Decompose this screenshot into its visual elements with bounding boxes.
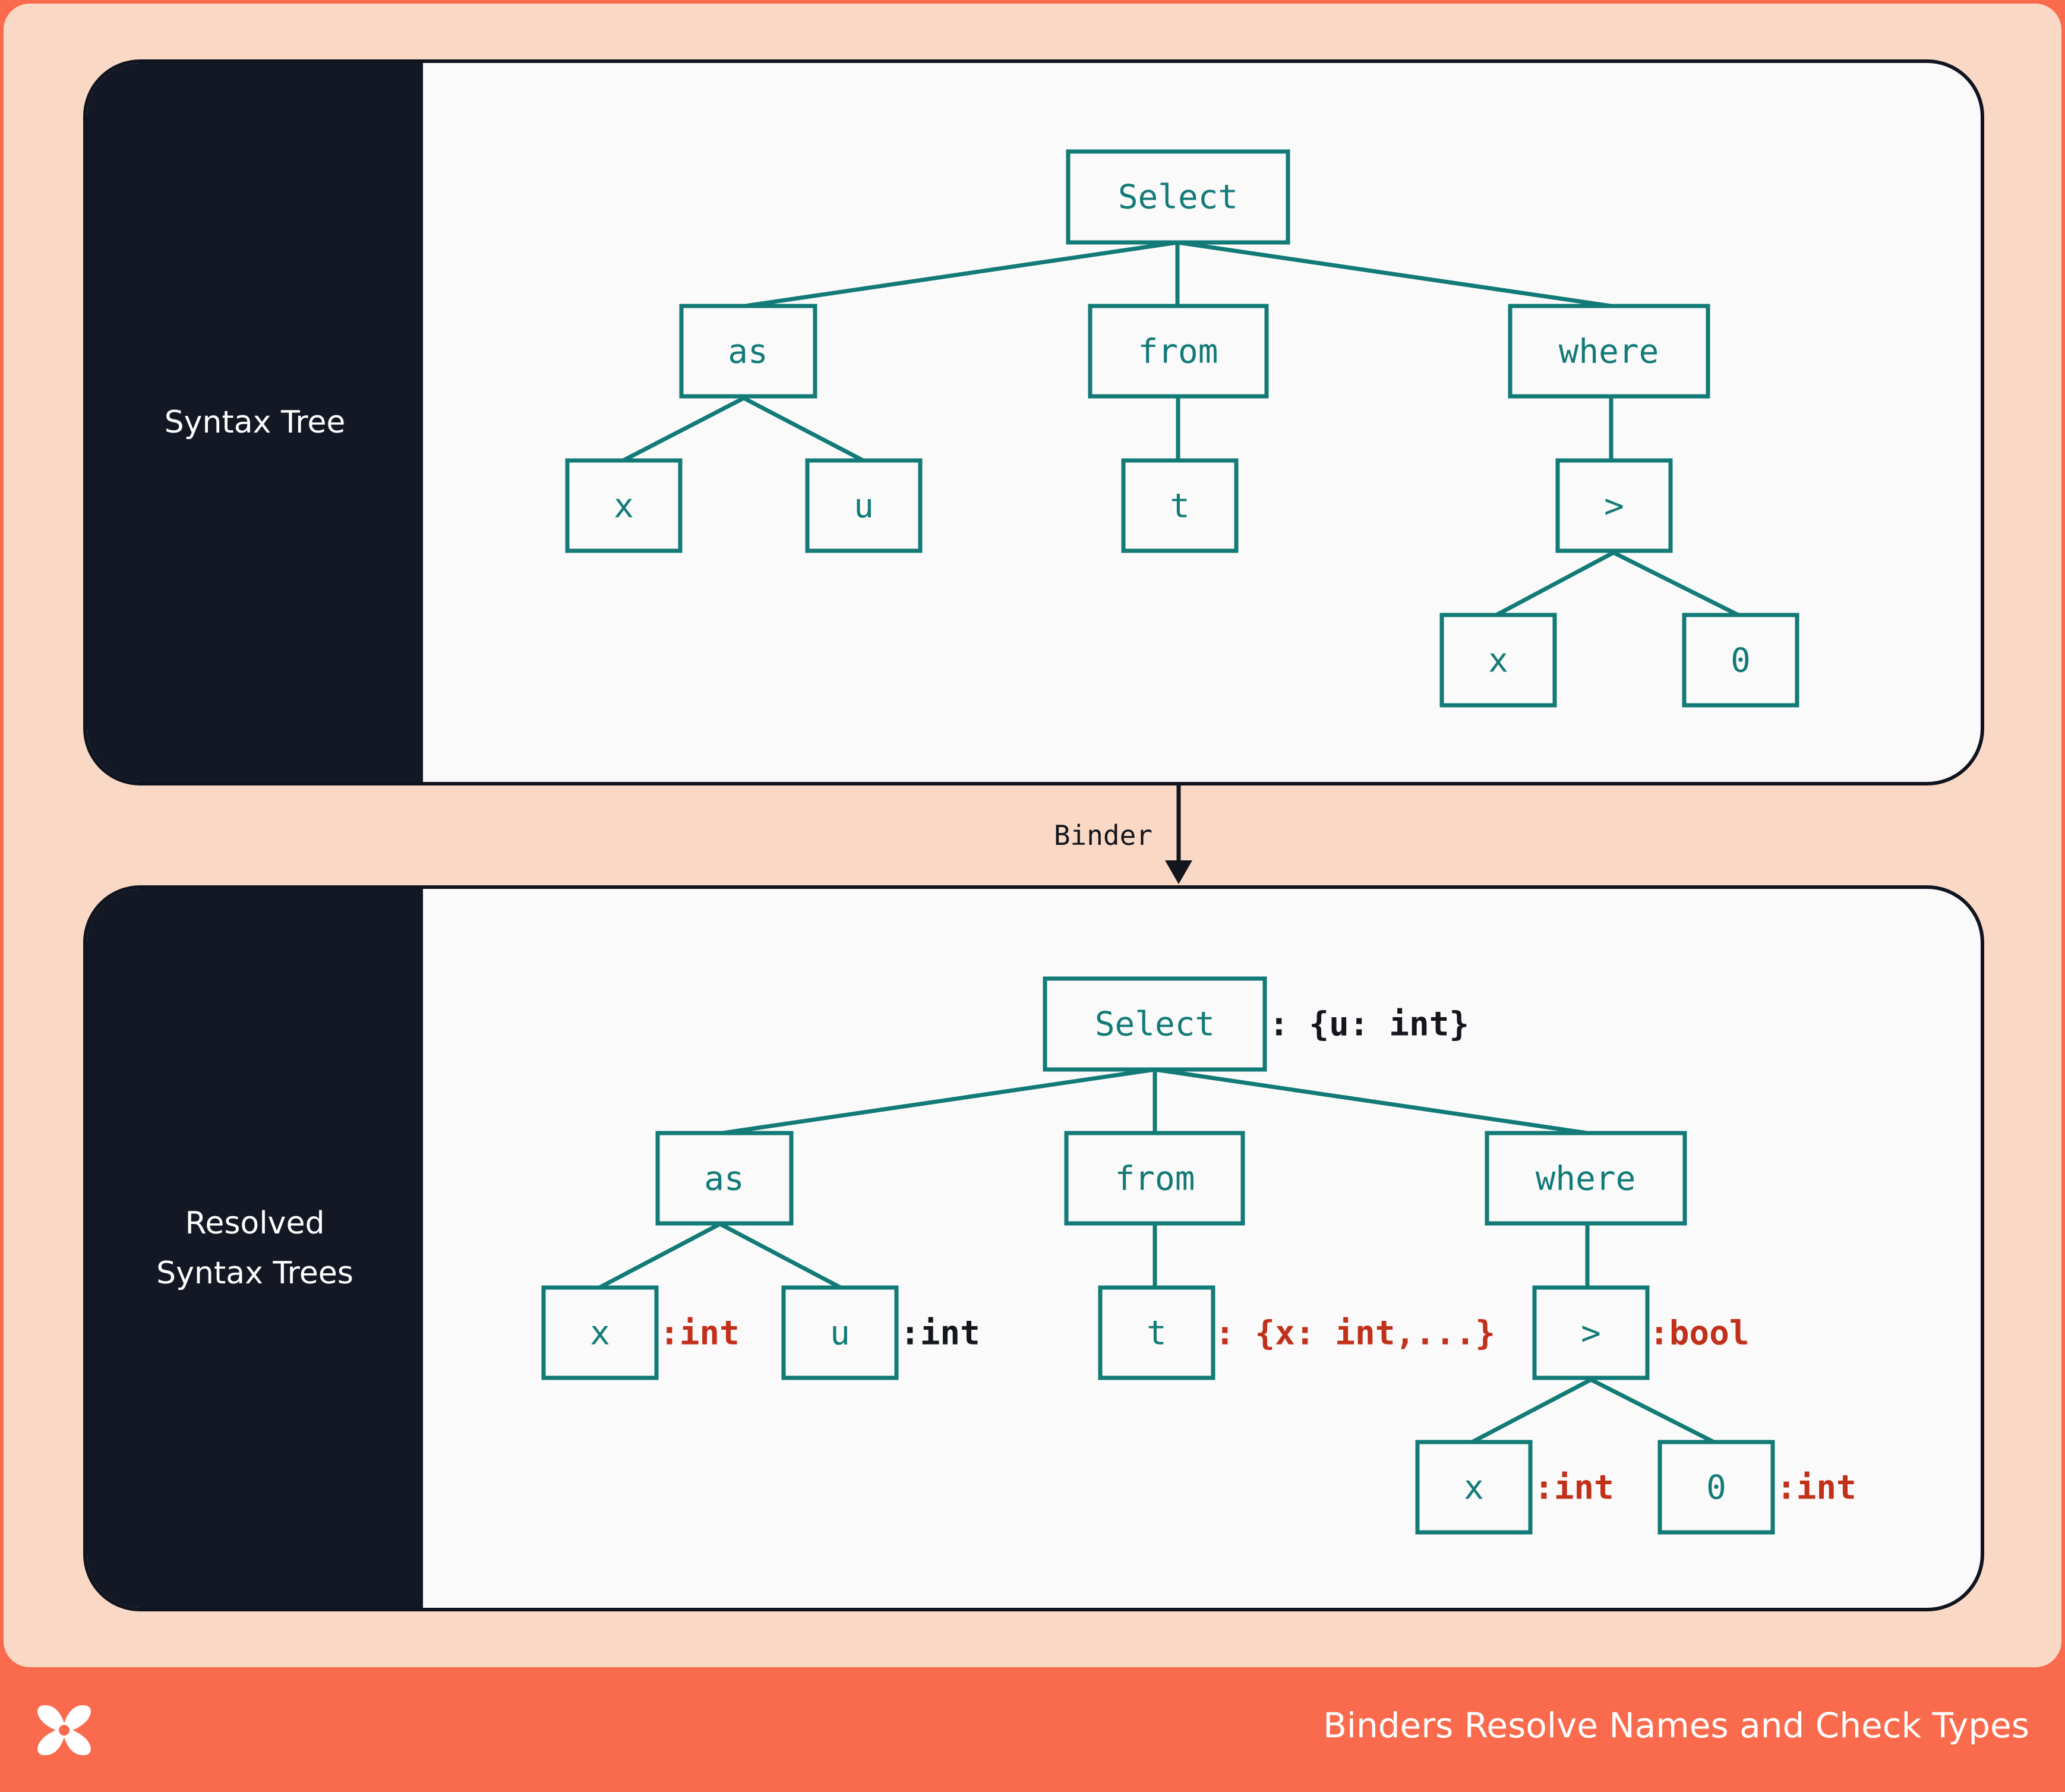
tree1-node-where: where bbox=[1508, 304, 1710, 399]
node-label: > bbox=[1581, 1314, 1601, 1353]
node-label: as bbox=[728, 333, 768, 371]
node-label: from bbox=[1138, 333, 1218, 371]
edge-as-u bbox=[719, 1222, 842, 1290]
tree2-node-as: as bbox=[655, 1131, 794, 1226]
tree1-node-as-x: x bbox=[565, 458, 683, 553]
edge-as-x bbox=[598, 1222, 721, 1290]
annotation-gt-0-type: :int bbox=[1776, 1469, 1856, 1507]
node-label: where bbox=[1536, 1160, 1636, 1198]
syntax-tree-label: Syntax Tree bbox=[164, 405, 346, 440]
edge-as-u bbox=[743, 396, 864, 463]
node-label: 0 bbox=[1706, 1469, 1726, 1507]
tree2-node-gt-x: x bbox=[1415, 1440, 1533, 1535]
tree2-node-as-x: x bbox=[541, 1285, 659, 1380]
tree2-node-from: from bbox=[1064, 1131, 1245, 1226]
node-label: x bbox=[614, 487, 634, 526]
node-label: x bbox=[590, 1314, 610, 1353]
tree2-node-gt-0: 0 bbox=[1657, 1440, 1775, 1535]
edge-select-where bbox=[1154, 1067, 1588, 1135]
edge-gt-x bbox=[1471, 1377, 1592, 1444]
resolved-syntax-trees-sidebar bbox=[87, 889, 423, 1608]
tree2-node-as-u: u bbox=[781, 1285, 899, 1380]
edge-select-where bbox=[1177, 240, 1612, 308]
resolved-syntax-trees-panel: Resolved Syntax Trees bbox=[83, 885, 1984, 1611]
tree1-node-gt-0: 0 bbox=[1682, 613, 1799, 708]
node-label: where bbox=[1559, 333, 1659, 371]
node-label: 0 bbox=[1731, 642, 1751, 680]
arrow-head-icon bbox=[1165, 860, 1192, 884]
annotation-as-x-type: :int bbox=[659, 1314, 740, 1353]
node-label: x bbox=[1488, 642, 1508, 680]
tree1-node-from: from bbox=[1088, 304, 1269, 399]
tree1-node-gt-x: x bbox=[1439, 613, 1557, 708]
node-label: as bbox=[704, 1160, 744, 1198]
edge-select-as bbox=[744, 240, 1178, 308]
edge-select-as bbox=[722, 1067, 1155, 1135]
tree2-node-select: Select bbox=[1043, 976, 1267, 1072]
node-label: t bbox=[1170, 487, 1190, 526]
node-label: Select bbox=[1095, 1005, 1215, 1044]
footer-title: Binders Resolve Names and Check Types bbox=[1323, 1705, 2029, 1746]
edge-gt-x bbox=[1495, 550, 1615, 617]
node-label: Select bbox=[1118, 178, 1238, 217]
annotation-select-type: : {u: int} bbox=[1269, 1005, 1469, 1044]
annotation-gt-type: :bool bbox=[1649, 1314, 1750, 1353]
binder-label: Binder bbox=[1054, 819, 1153, 851]
node-label: u bbox=[830, 1314, 850, 1353]
tree2-node-from-t: t bbox=[1098, 1285, 1215, 1380]
annotation-from-t-type: : {x: int,...} bbox=[1215, 1314, 1495, 1353]
node-label: x bbox=[1464, 1469, 1484, 1507]
resolved-syntax-trees-label: Resolved Syntax Trees bbox=[156, 1206, 353, 1291]
tree2-node-gt: > bbox=[1532, 1285, 1650, 1380]
annotation-gt-x-type: :int bbox=[1534, 1469, 1614, 1507]
tree1-node-as: as bbox=[679, 304, 817, 399]
tree1-node-from-t: t bbox=[1121, 458, 1239, 553]
tree1-node-gt: > bbox=[1555, 458, 1673, 553]
tree1-edges bbox=[622, 240, 1739, 617]
annotation-as-u-type: :int bbox=[900, 1314, 980, 1353]
tree2-node-where: where bbox=[1485, 1131, 1687, 1226]
binder-arrow: Binder bbox=[1054, 785, 1192, 884]
edge-gt-0 bbox=[1612, 550, 1739, 617]
node-label: t bbox=[1147, 1314, 1167, 1353]
node-label: > bbox=[1604, 487, 1624, 526]
tree1-node-select: Select bbox=[1066, 149, 1290, 245]
cross-logo-icon bbox=[37, 1705, 91, 1755]
edge-as-x bbox=[622, 396, 745, 463]
syntax-tree-panel: Syntax Tree bbox=[83, 59, 1984, 785]
tree2-edges bbox=[598, 1067, 1715, 1444]
tree1-node-as-u: u bbox=[805, 458, 923, 553]
node-label: u bbox=[854, 487, 874, 526]
node-label: from bbox=[1115, 1160, 1195, 1198]
syntax-tree-sidebar bbox=[87, 63, 423, 782]
edge-gt-0 bbox=[1590, 1377, 1715, 1444]
